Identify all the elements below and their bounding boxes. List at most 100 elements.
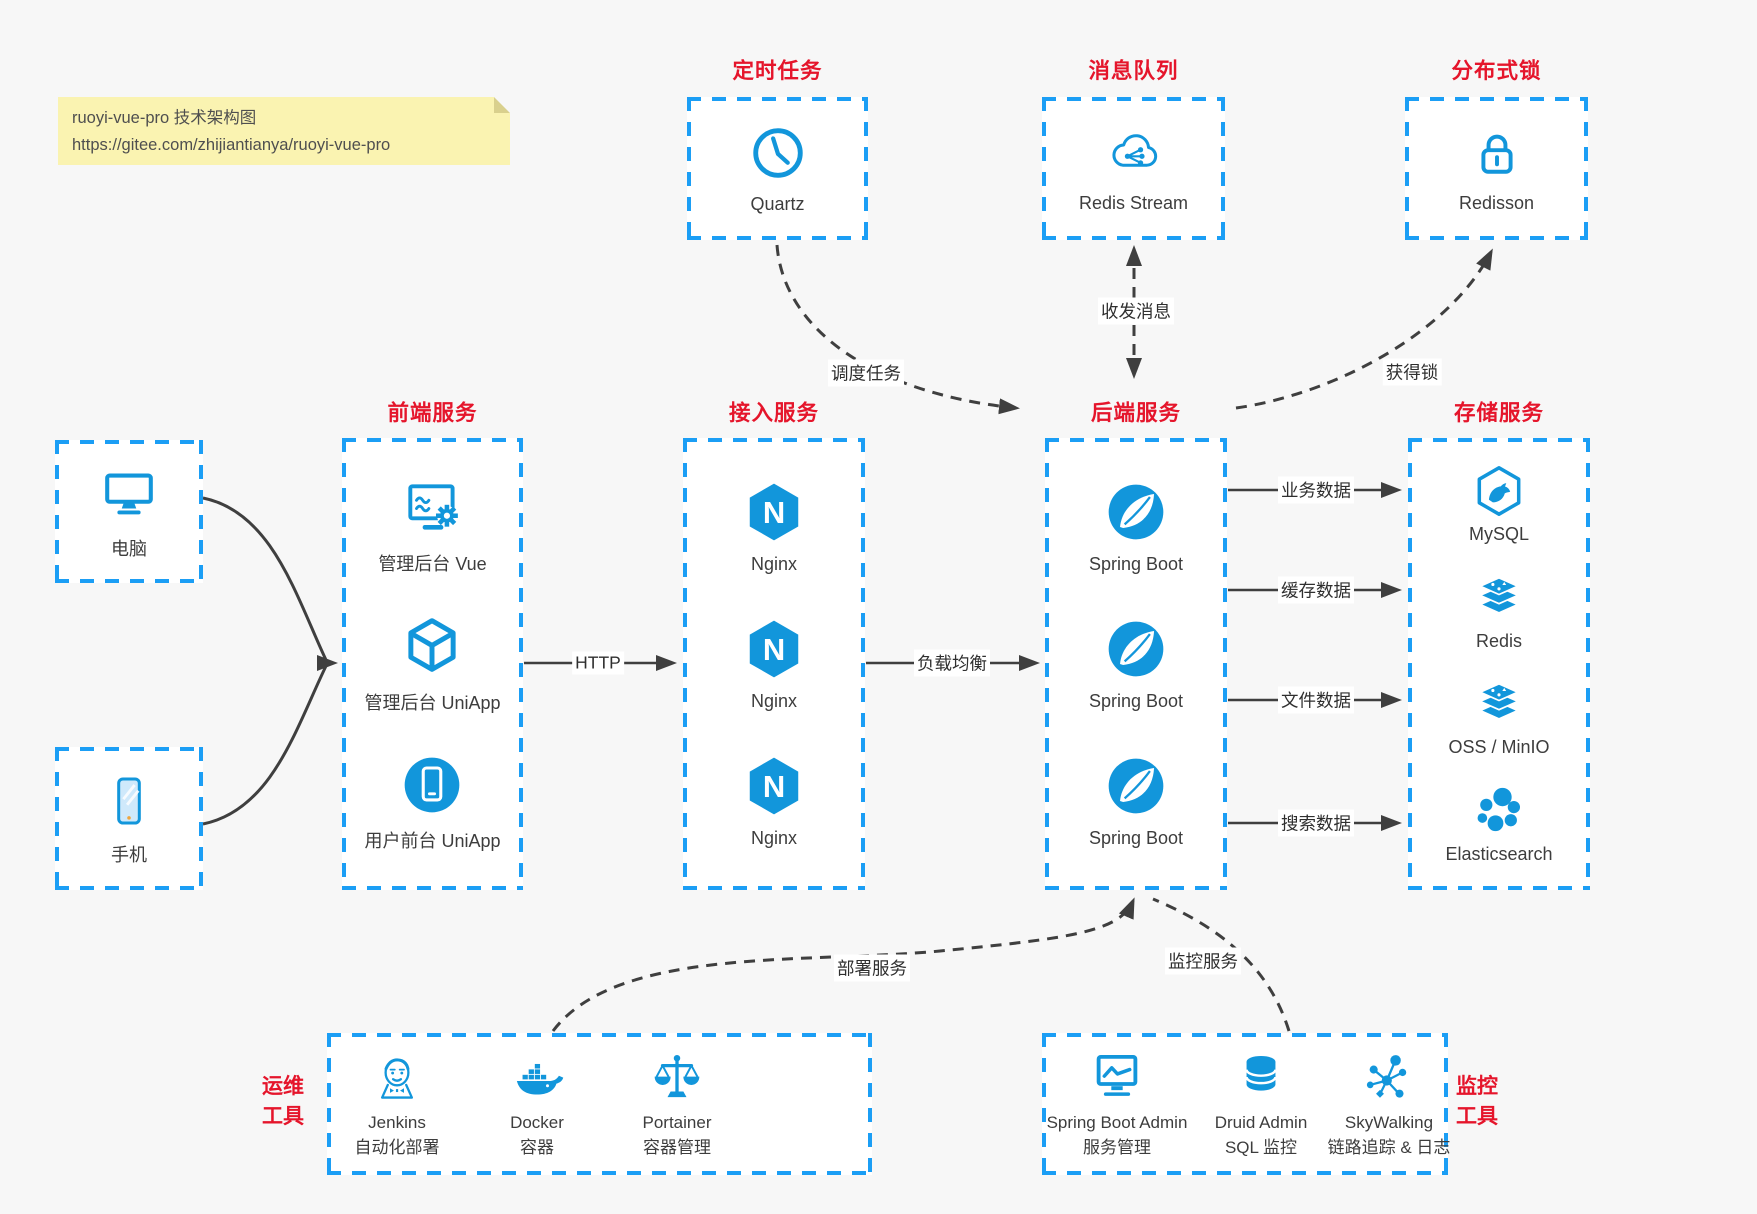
redisson-label: Redisson — [1458, 193, 1535, 213]
label-cache-data: 缓存数据 — [1278, 576, 1354, 604]
jenkins-label: Jenkins — [368, 1112, 426, 1132]
druid-label: Druid Admin — [1214, 1112, 1308, 1132]
spring-boot-admin-icon — [1089, 1049, 1145, 1105]
mysql-label: MySQL — [1468, 523, 1529, 544]
user-app-icon — [399, 752, 465, 818]
druid-desc: SQL 监控 — [1224, 1138, 1298, 1157]
message-queue-cloud-icon — [1102, 123, 1166, 183]
mobile-label: 手机 — [111, 844, 147, 865]
monitor-item-sba: Spring Boot Admin 服务管理 — [1042, 1049, 1192, 1159]
label-send-receive-message: 收发消息 — [1098, 297, 1174, 325]
sba-desc: 服务管理 — [1083, 1138, 1151, 1157]
desktop-icon — [98, 463, 160, 525]
mobile-client-box: 手机 — [55, 747, 203, 890]
object-storage-icon — [1471, 676, 1527, 732]
admin-uniapp-label: 管理后台 UniApp — [364, 692, 501, 713]
ops-title-line2: 工具 — [262, 1105, 304, 1128]
monitor-item-skywalking: SkyWalking 链路追踪 & 日志 — [1328, 1049, 1450, 1159]
ops-item-docker: Docker 容器 — [467, 1049, 607, 1159]
storage-item-oss: OSS / MinIO — [1448, 676, 1550, 758]
title-gateway-services: 接入服务 — [728, 401, 819, 425]
redis-stack-icon — [1471, 570, 1527, 626]
jenkins-desc: 自动化部署 — [354, 1138, 440, 1157]
label-http: HTTP — [572, 651, 624, 675]
gateway-services-box: Nginx Nginx Nginx — [683, 438, 865, 890]
oss-minio-label: OSS / MinIO — [1448, 737, 1550, 758]
ops-item-portainer: Portainer 容器管理 — [607, 1049, 747, 1159]
elasticsearch-label: Elasticsearch — [1445, 844, 1553, 865]
spring-boot-icon — [1103, 479, 1169, 545]
title-monitor-tools: 监控 工具 — [1439, 1072, 1515, 1132]
title-scheduled-task: 定时任务 — [732, 59, 823, 83]
sba-label: Spring Boot Admin — [1046, 1112, 1188, 1132]
edge-monitor-service — [1152, 897, 1291, 1032]
edge-deploy-service — [551, 897, 1135, 1032]
sticky-note: ruoyi-vue-pro 技术架构图 https://gitee.com/zh… — [58, 97, 510, 165]
ops-item-jenkins: Jenkins 自动化部署 — [327, 1049, 467, 1159]
note-url: https://gitee.com/zhijiantianya/ruoyi-vu… — [72, 136, 391, 155]
elasticsearch-icon — [1471, 783, 1527, 839]
monitor-title-line1: 监控 — [1456, 1075, 1498, 1098]
smartphone-icon — [99, 771, 159, 831]
spring-boot-item-1: Spring Boot — [1089, 479, 1183, 575]
title-message-queue: 消息队列 — [1088, 59, 1179, 83]
spring-boot-item-2: Spring Boot — [1089, 616, 1183, 712]
quartz-label: Quartz — [750, 194, 805, 214]
label-deploy-service: 部署服务 — [834, 954, 910, 982]
skywalking-label: SkyWalking — [1344, 1112, 1434, 1132]
clock-icon — [747, 122, 809, 184]
spring-boot-icon — [1103, 753, 1169, 819]
edge-client-phone — [202, 665, 328, 826]
frontend-item-admin-vue: 管理后台 Vue — [378, 475, 487, 576]
docker-whale-icon — [509, 1049, 565, 1105]
spring-boot-label-3: Spring Boot — [1088, 828, 1184, 848]
title-distributed-lock: 分布式锁 — [1451, 59, 1542, 83]
backend-services-box: Spring Boot Spring Boot Spring Boot — [1045, 438, 1227, 890]
portainer-desc: 容器管理 — [643, 1138, 711, 1157]
title-frontend-services: 前端服务 — [387, 401, 478, 425]
edge-acquire-lock — [1235, 248, 1493, 410]
redis-label: Redis — [1475, 630, 1523, 651]
monitor-title-line2: 工具 — [1456, 1105, 1498, 1128]
redis-stream-label: Redis Stream — [1078, 193, 1189, 213]
lock-icon — [1467, 123, 1527, 183]
storage-services-box: MySQL Redis OSS / MinIO Elasticsearch — [1408, 438, 1590, 890]
storage-item-redis: Redis — [1471, 570, 1527, 652]
nginx-label-2: Nginx — [750, 691, 798, 711]
uniapp-cube-icon — [399, 614, 465, 680]
ops-title-line1: 运维 — [262, 1075, 304, 1098]
redis-stream-box: Redis Stream — [1042, 97, 1225, 240]
spring-boot-item-3: Spring Boot — [1089, 753, 1183, 849]
ops-tools-box: Jenkins 自动化部署 Docker 容器 Portainer 容器管理 — [327, 1033, 872, 1175]
title-ops-tools: 运维 工具 — [245, 1072, 321, 1132]
storage-item-elasticsearch: Elasticsearch — [1445, 783, 1553, 865]
note-title: ruoyi-vue-pro 技术架构图 — [72, 109, 257, 127]
druid-database-icon — [1233, 1049, 1289, 1105]
title-storage-services: 存储服务 — [1453, 401, 1544, 425]
note-fold — [494, 97, 510, 113]
frontend-services-box: 管理后台 Vue 管理后台 UniApp 用户前台 UniApp — [342, 438, 523, 890]
nginx-icon — [741, 479, 807, 545]
label-search-data: 搜索数据 — [1278, 809, 1354, 837]
quartz-box: Quartz — [687, 97, 868, 240]
user-uniapp-label: 用户前台 UniApp — [364, 830, 501, 851]
nginx-label-3: Nginx — [750, 828, 798, 848]
label-schedule-task: 调度任务 — [828, 359, 904, 387]
nginx-item-2: Nginx — [741, 616, 807, 712]
redisson-box: Redisson — [1405, 97, 1588, 240]
portainer-scales-icon — [649, 1049, 705, 1105]
mysql-icon — [1471, 463, 1527, 519]
label-load-balance: 负载均衡 — [914, 649, 990, 677]
nginx-item-3: Nginx — [741, 753, 807, 849]
nginx-icon — [741, 616, 807, 682]
admin-vue-label: 管理后台 Vue — [378, 554, 487, 575]
edge-client-pc — [202, 496, 328, 661]
admin-console-icon — [400, 475, 466, 541]
label-acquire-lock: 获得锁 — [1382, 358, 1442, 386]
docker-label: Docker — [510, 1112, 564, 1132]
nginx-icon — [741, 753, 807, 819]
nginx-item-1: Nginx — [741, 479, 807, 575]
spring-boot-icon — [1103, 616, 1169, 682]
label-monitor-service: 监控服务 — [1165, 947, 1241, 975]
